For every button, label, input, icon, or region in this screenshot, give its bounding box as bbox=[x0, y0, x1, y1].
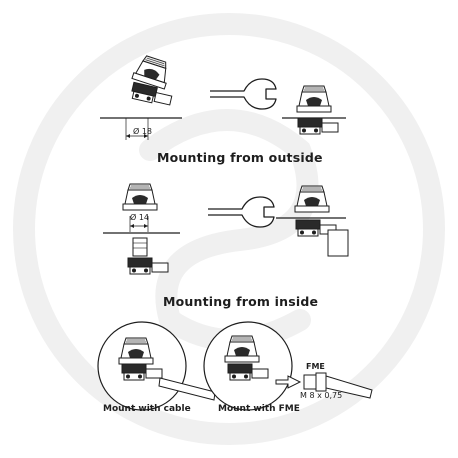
fme-label: FME bbox=[306, 362, 325, 371]
outside-step-3 bbox=[282, 85, 346, 135]
watermark-logo bbox=[13, 13, 445, 445]
cable-mount-detail bbox=[97, 321, 216, 411]
inside-step-3 bbox=[276, 185, 349, 257]
hole-diameter-inside: Ø 14 bbox=[130, 213, 150, 222]
outside-step-1 bbox=[100, 53, 182, 140]
arrow-right-icon bbox=[275, 375, 302, 389]
label-mounting-from-outside: Mounting from outside bbox=[157, 150, 323, 165]
wrench-icon bbox=[207, 196, 275, 228]
wrench-icon bbox=[209, 78, 277, 110]
fme-thread-spec: M 8 x 0,75 bbox=[300, 391, 343, 400]
label-mounting-from-inside: Mounting from inside bbox=[163, 294, 319, 309]
label-mount-with-fme: Mount with FME bbox=[218, 404, 300, 414]
hole-diameter-outside: Ø 18 bbox=[133, 127, 153, 136]
cable bbox=[158, 377, 216, 401]
fme-mount-detail bbox=[203, 321, 373, 411]
inside-step-1 bbox=[103, 183, 180, 275]
fme-connector bbox=[303, 372, 373, 399]
label-mount-with-cable: Mount with cable bbox=[103, 404, 191, 414]
